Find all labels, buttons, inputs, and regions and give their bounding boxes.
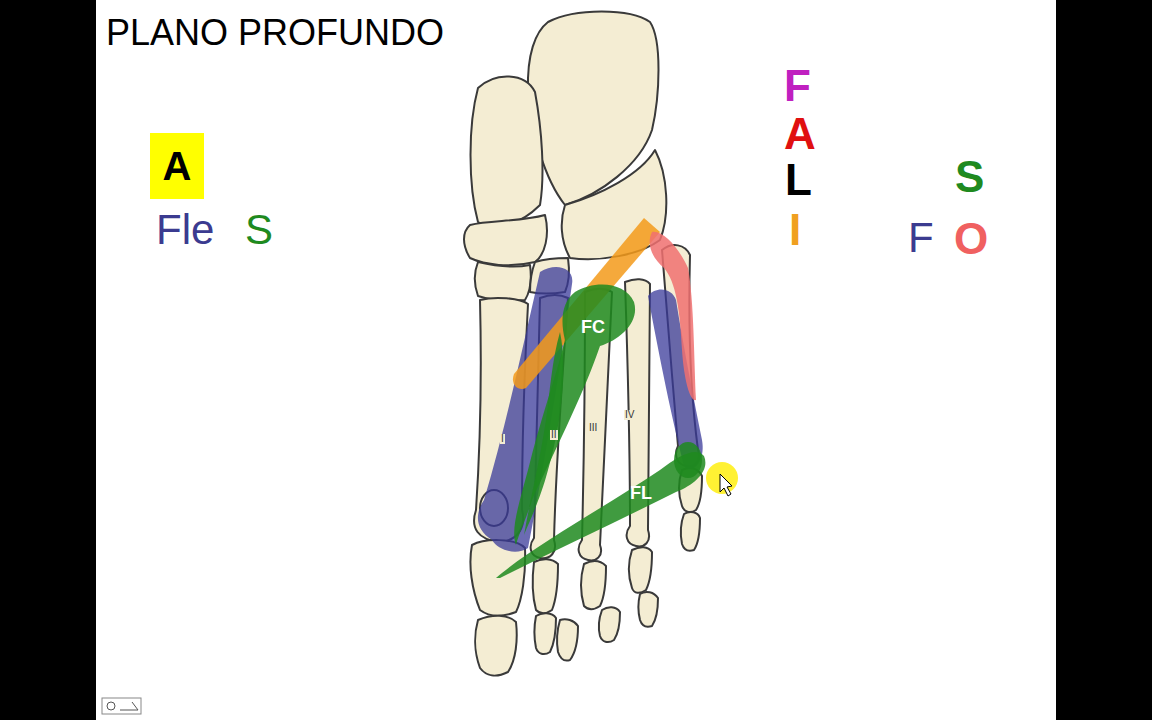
node-text: A (163, 146, 192, 186)
letter-label: Fle (156, 209, 214, 251)
acronym-letter: O (954, 217, 988, 261)
acronym-letter: L (785, 158, 812, 202)
acronym-letter: F (784, 64, 811, 108)
muscle-label-box: FL (627, 482, 655, 504)
metatarsal-number: IV (624, 410, 635, 420)
acronym-letter: I (789, 208, 801, 252)
metatarsal-number: III (588, 423, 598, 433)
highlight-box: A (150, 133, 204, 199)
metatarsal-number: I (500, 434, 505, 444)
slide-title: PLANO PROFUNDO (106, 15, 444, 51)
acronym-letter: F (908, 217, 934, 259)
letter-label: S (245, 209, 273, 251)
acronym-letter: S (955, 155, 984, 199)
metatarsal-number: II (550, 430, 558, 440)
muscle-label-box: FC (578, 316, 608, 338)
node-text: FL (630, 484, 652, 502)
acronym-letter: A (784, 112, 816, 156)
node-text: FC (581, 318, 605, 336)
